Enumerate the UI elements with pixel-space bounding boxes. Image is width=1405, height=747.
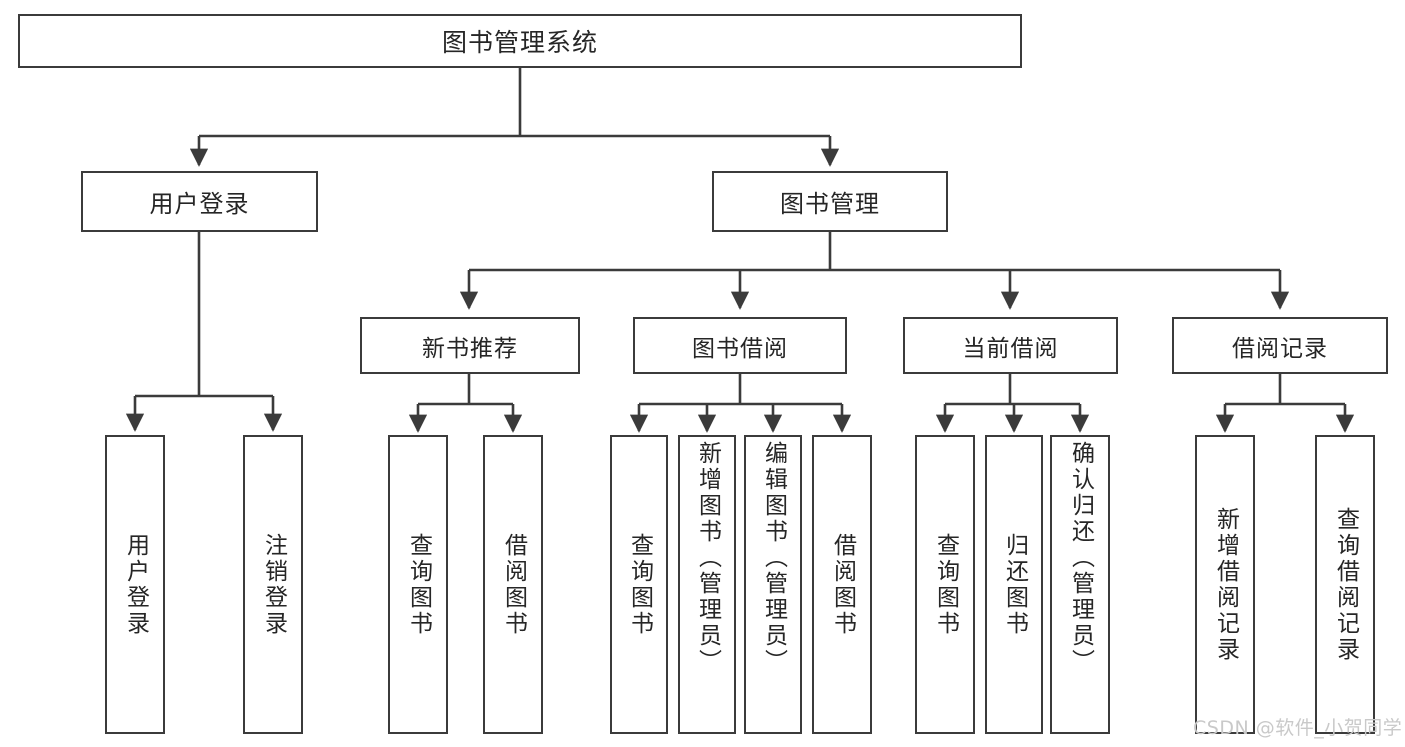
leaf-label: 查询借阅记录 xyxy=(1332,506,1359,663)
leaf-return-book[interactable]: 归还图书 xyxy=(985,435,1043,734)
leaf-edit-book[interactable]: 编辑图书（管理员） xyxy=(744,435,802,734)
leaf-borrow-book-2[interactable]: 借阅图书 xyxy=(812,435,872,734)
node-user-login[interactable]: 用户登录 xyxy=(81,171,318,232)
leaf-label: 查询图书 xyxy=(932,532,959,637)
node-current-borrow[interactable]: 当前借阅 xyxy=(903,317,1118,374)
leaf-add-book[interactable]: 新增图书（管理员） xyxy=(678,435,736,734)
leaf-query-book-2[interactable]: 查询图书 xyxy=(610,435,668,734)
leaf-label: 借阅图书 xyxy=(829,532,856,637)
node-book-borrow[interactable]: 图书借阅 xyxy=(633,317,847,374)
csdn-watermark: CSDN @软件_小贺同学 xyxy=(1193,717,1403,739)
leaf-query-book-1[interactable]: 查询图书 xyxy=(388,435,448,734)
leaf-label: 编辑图书（管理员） xyxy=(760,441,787,675)
node-root-system[interactable]: 图书管理系统 xyxy=(18,14,1022,68)
leaf-logout[interactable]: 注销登录 xyxy=(243,435,303,734)
leaf-label: 查询图书 xyxy=(626,532,653,637)
leaf-label: 用户登录 xyxy=(122,532,149,637)
leaf-label: 借阅图书 xyxy=(500,532,527,637)
node-new-book-recommend[interactable]: 新书推荐 xyxy=(360,317,580,374)
leaf-label: 新增图书（管理员） xyxy=(694,441,721,675)
leaf-confirm-return[interactable]: 确认归还（管理员） xyxy=(1050,435,1110,734)
node-book-management[interactable]: 图书管理 xyxy=(712,171,948,232)
leaf-label: 新增借阅记录 xyxy=(1212,506,1239,663)
leaf-user-login[interactable]: 用户登录 xyxy=(105,435,165,734)
leaf-borrow-book-1[interactable]: 借阅图书 xyxy=(483,435,543,734)
leaf-query-record[interactable]: 查询借阅记录 xyxy=(1315,435,1375,734)
leaf-label: 注销登录 xyxy=(260,532,287,637)
node-borrow-record[interactable]: 借阅记录 xyxy=(1172,317,1388,374)
leaf-query-book-3[interactable]: 查询图书 xyxy=(915,435,975,734)
leaf-add-record[interactable]: 新增借阅记录 xyxy=(1195,435,1255,734)
leaf-label: 归还图书 xyxy=(1001,532,1028,637)
leaf-label: 查询图书 xyxy=(405,532,432,637)
leaf-label: 确认归还（管理员） xyxy=(1067,441,1094,675)
